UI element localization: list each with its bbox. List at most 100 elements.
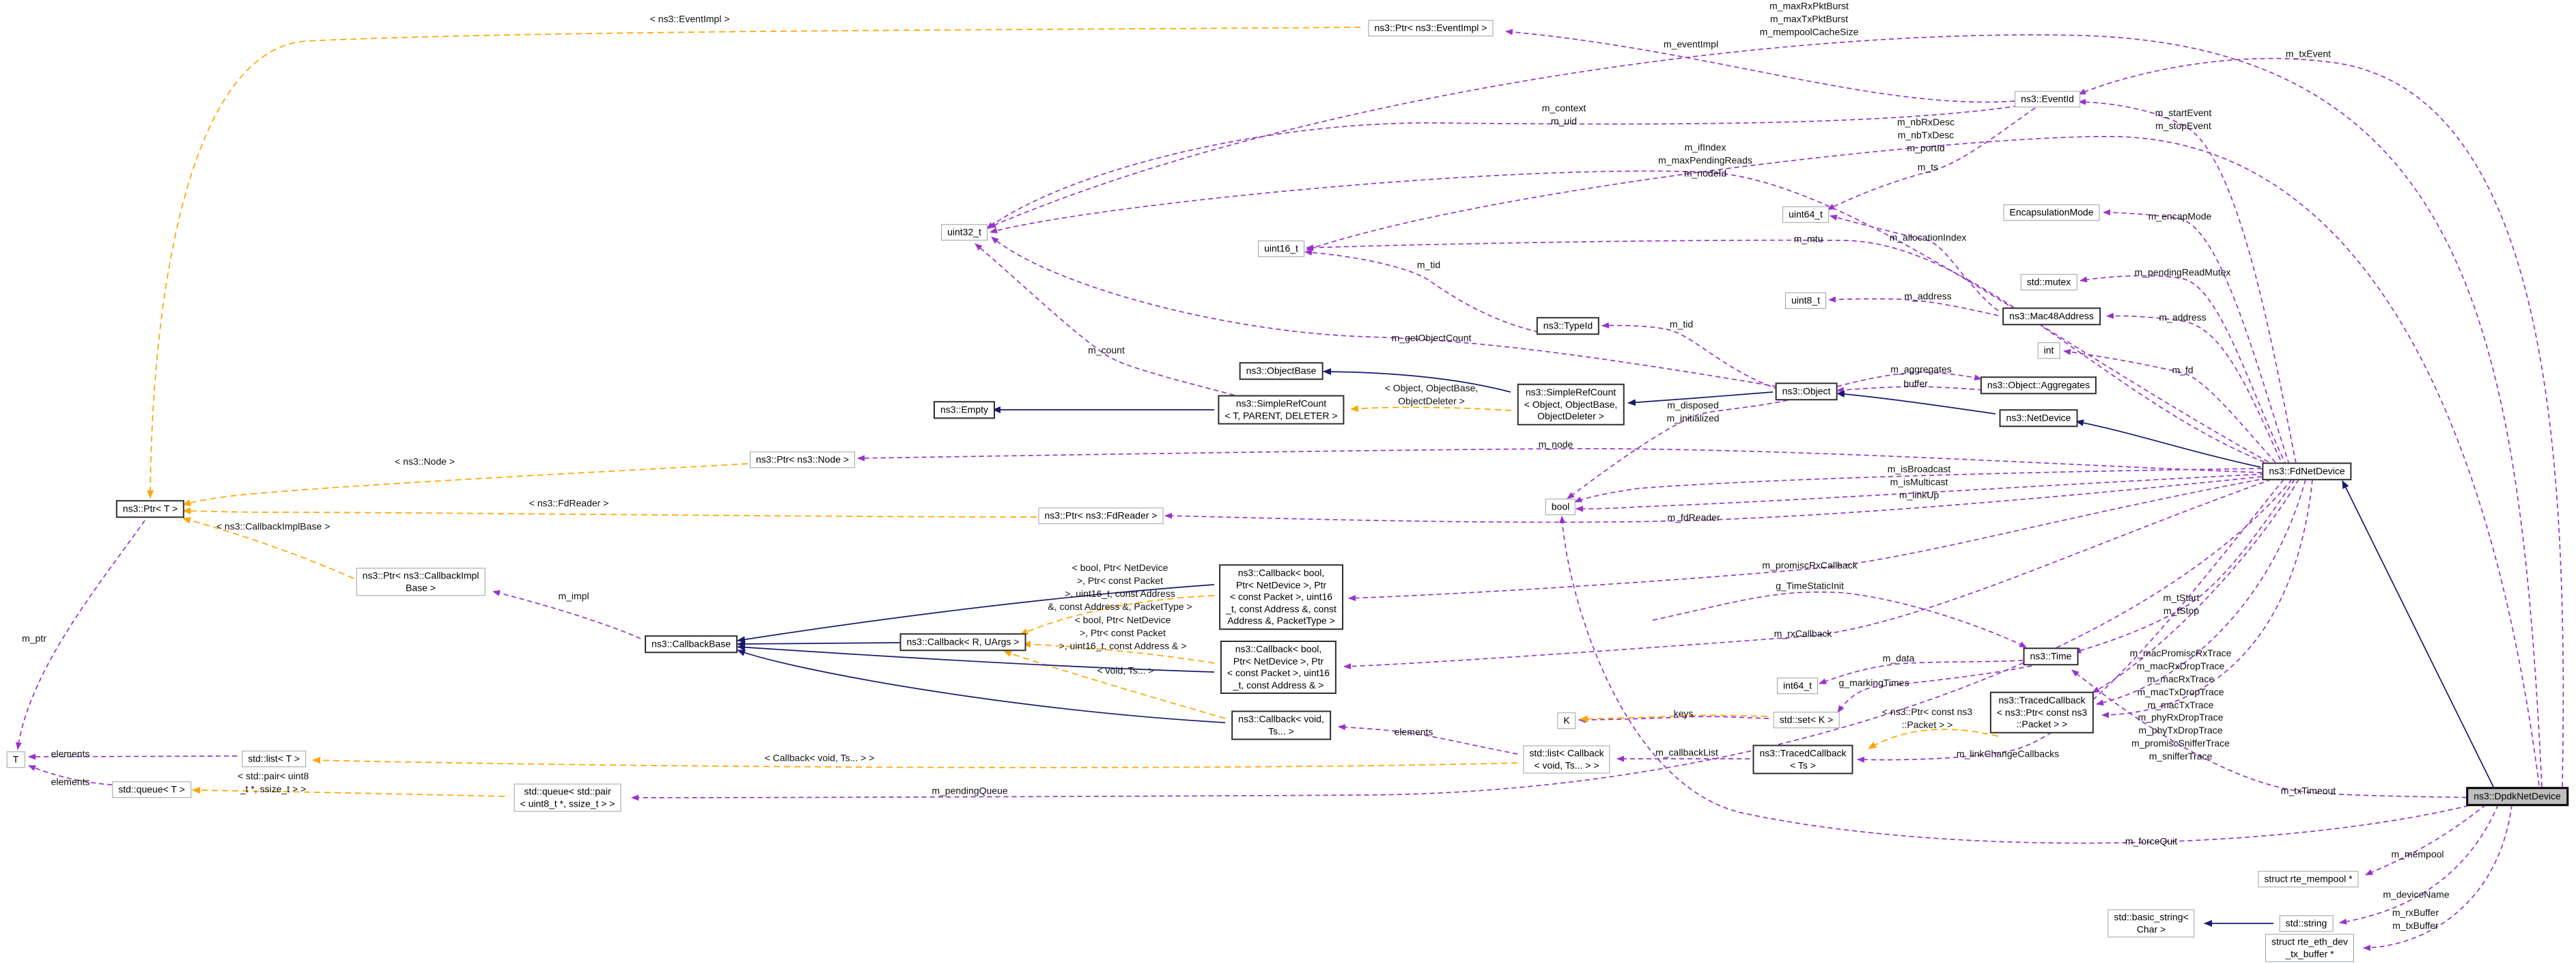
edge-label-m_rxCallback: m_rxCallback (1774, 628, 1832, 639)
edge-label-tpl_packet: < ns3::Ptr< const ns3 ::Packet > > (1881, 706, 1973, 730)
node-t[interactable]: T (6, 751, 25, 768)
node-uint64[interactable]: uint64_t (1782, 206, 1829, 223)
edge (2078, 57, 2564, 787)
edge (631, 479, 2293, 801)
edge (1348, 477, 2268, 602)
node-k[interactable]: K (1557, 712, 1576, 729)
edge (1306, 135, 2540, 786)
edge (2073, 479, 2295, 654)
edge-label-m_callbackList: m_callbackList (1655, 746, 1718, 758)
edge (988, 34, 2543, 787)
edge (1338, 724, 1518, 755)
node-queue_pair[interactable]: std::queue< std::pair < uint8_t *, ssize… (514, 783, 621, 812)
node-uint8[interactable]: uint8_t (1784, 292, 1827, 309)
node-netdevice[interactable]: ns3::NetDevice (1999, 409, 2078, 427)
edge-label-tpl_cb5: < bool, Ptr< NetDevice >, Ptr< const Pac… (1059, 614, 1187, 652)
node-uint16[interactable]: uint16_t (1258, 240, 1304, 257)
node-ptr_eventimpl[interactable]: ns3::Ptr< ns3::EventImpl > (1368, 20, 1494, 36)
node-cb_bool6[interactable]: ns3::Callback< bool, Ptr< NetDevice >, P… (1219, 564, 1343, 630)
node-tc_ts[interactable]: ns3::TracedCallback < Ts > (1752, 744, 1853, 774)
edge-label-m_forceQuit: m_forceQuit (2125, 835, 2178, 847)
edge (1574, 468, 2263, 503)
edge-label-m_deviceName: m_deviceName (2383, 889, 2450, 900)
node-set_k[interactable]: std::set< K > (1773, 712, 1840, 728)
edge (986, 105, 2019, 229)
node-list_cb[interactable]: std::list< Callback < void, Ts... > > (1523, 745, 1610, 774)
edge-label-m_pendingQueue: m_pendingQueue (932, 785, 1008, 796)
edge-label-elements_q: elements (51, 776, 90, 787)
node-basic_string[interactable]: std::basic_string< Char > (2108, 909, 2195, 938)
edge-label-tpl_obj: < Object, ObjectBase, ObjectDeleter > (1384, 382, 1479, 406)
edge (1836, 372, 1982, 387)
edge-label-m_context_uid: m_context m_uid (1541, 102, 1586, 126)
node-bool[interactable]: bool (1545, 499, 1576, 515)
edge (1505, 29, 2015, 103)
edge-label-m_getObjectCount: m_getObjectCount (1391, 332, 1472, 344)
node-src_t[interactable]: ns3::SimpleRefCount < T, PARENT, DELETER… (1218, 395, 1345, 425)
node-ptr_fdreader[interactable]: ns3::Ptr< ns3::FdReader > (1038, 507, 1164, 524)
node-ptr_t[interactable]: ns3::Ptr< T > (115, 500, 185, 518)
node-mac48[interactable]: ns3::Mac48Address (2002, 307, 2101, 325)
edge-label-tpl_node: < ns3::Node > (395, 456, 455, 467)
node-objectbase[interactable]: ns3::ObjectBase (1239, 362, 1324, 380)
edge-label-m_encapMode: m_encapMode (2148, 210, 2212, 222)
node-list_t[interactable]: std::list< T > (242, 751, 306, 767)
node-encap[interactable]: EncapsulationMode (2003, 204, 2100, 221)
edge (737, 650, 1226, 723)
edge-label-tpl_pair: < std::pair< uint8 _t *, ssize_t > > (237, 770, 309, 794)
node-fdnetdevice[interactable]: ns3::FdNetDevice (2262, 462, 2352, 480)
node-callbackbase[interactable]: ns3::CallbackBase (645, 635, 738, 653)
node-cb_bool5[interactable]: ns3::Callback< bool, Ptr< NetDevice >, P… (1220, 641, 1337, 694)
node-eventid[interactable]: ns3::EventId (2015, 91, 2080, 107)
edge (2103, 209, 2290, 465)
edge-label-g_TimeStaticInit: g_TimeStaticInit (1776, 580, 1844, 591)
node-object[interactable]: ns3::Object (1775, 382, 1838, 400)
edge (991, 236, 1778, 387)
edge-label-m_mempool: m_mempool (2391, 848, 2444, 860)
node-ptr_cbimpl[interactable]: ns3::Ptr< ns3::CallbackImpl Base > (356, 568, 486, 596)
edge (1857, 479, 2284, 763)
edge-label-buffer: buffer (1903, 378, 1928, 389)
edge (2080, 275, 2287, 466)
node-aggregates[interactable]: ns3::Object::Aggregates (1980, 376, 2097, 394)
edge-label-tpl_cb6: < bool, Ptr< NetDevice >, Ptr< const Pac… (1048, 562, 1192, 612)
edge-label-tpl_cbimpl: < ns3::CallbackImplBase > (216, 520, 331, 532)
edge-label-m_mtu: m_mtu (1793, 233, 1823, 245)
edge (2365, 804, 2487, 876)
node-cb_r[interactable]: ns3::Callback< R, UArgs > (899, 633, 1026, 651)
edge-label-m_startstop: m_startEvent m_stopEvent (2155, 107, 2212, 131)
node-ptr_node[interactable]: ns3::Ptr< ns3::Node > (749, 451, 856, 468)
node-queue_t[interactable]: std::queue< T > (112, 781, 191, 798)
edge (2363, 804, 2512, 951)
edge (147, 27, 1361, 499)
edge (1819, 660, 2024, 684)
node-mutex[interactable]: std::mutex (2020, 274, 2077, 290)
edge (1567, 400, 1789, 499)
edge (1323, 368, 1511, 393)
edge-label-m_fd: m_fd (2172, 364, 2194, 376)
edge-label-m_address_u8: m_address (1904, 290, 1952, 302)
edge (2092, 479, 2299, 693)
node-uint32[interactable]: uint32_t (941, 224, 988, 240)
edge-label-m_txTimeout: m_txTimeout (2280, 785, 2336, 796)
edge-label-tpl_fdreader: < ns3::FdReader > (529, 497, 609, 509)
node-cb_void[interactable]: ns3::Callback< void, Ts... > (1231, 710, 1331, 740)
edge (2075, 419, 2261, 468)
node-empty[interactable]: ns3::Empty (933, 401, 996, 419)
edge-label-m_count: m_count (1088, 344, 1125, 356)
node-rte_mempool[interactable]: struct rte_mempool * (2258, 871, 2359, 887)
node-int[interactable]: int (2037, 342, 2060, 359)
node-typeid[interactable]: ns3::TypeId (1536, 317, 1600, 335)
node-int64[interactable]: int64_t (1776, 678, 1819, 694)
node-string[interactable]: std::string (2279, 915, 2334, 932)
node-time[interactable]: ns3::Time (2023, 647, 2079, 665)
node-tc_packet[interactable]: ns3::TracedCallback < ns3::Ptr< const ns… (1989, 691, 2095, 734)
edge (1828, 296, 1999, 316)
node-rte_eth[interactable]: struct rte_eth_dev _tx_buffer * (2265, 934, 2355, 962)
edge (990, 170, 2276, 466)
node-src_obj[interactable]: ns3::SimpleRefCount < Object, ObjectBase… (1517, 383, 1625, 425)
edge (1827, 107, 2036, 210)
edge (737, 584, 1215, 643)
